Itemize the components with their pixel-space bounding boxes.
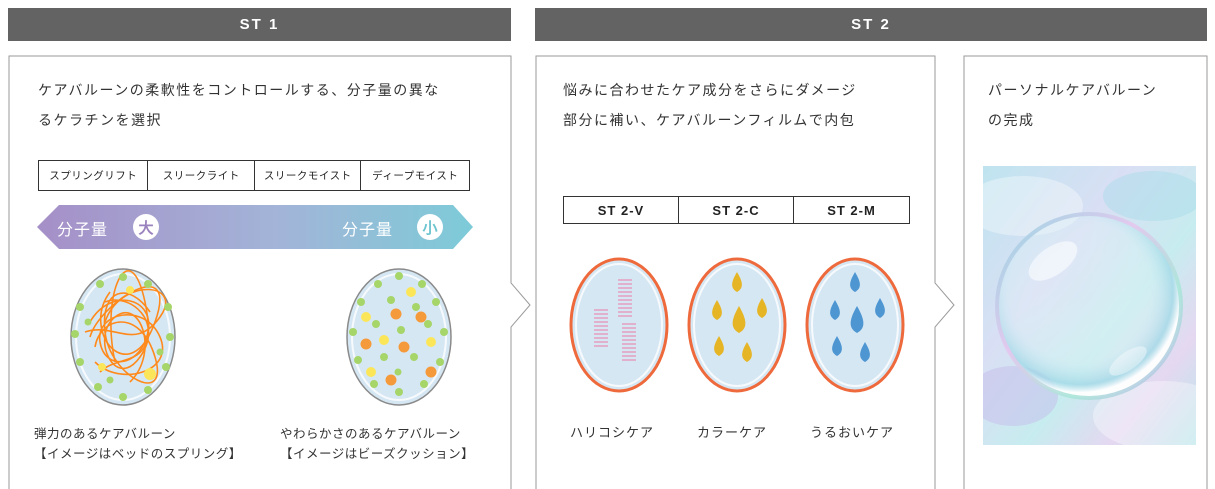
mw-large-label: 分子量 [57, 220, 109, 239]
final-description-line2: の完成 [988, 113, 1035, 129]
keratin-type-cell: スプリングリフト [39, 161, 149, 190]
final-description: パーソナルケアバルーン の完成 [988, 76, 1198, 136]
variant-code-cell: ST 2-M [827, 202, 876, 218]
variant-code-cell: ST 2-C [679, 197, 794, 223]
st1-description-line2: るケラチンを選択 [38, 113, 162, 129]
st1-header: ST 1 [8, 8, 511, 41]
st2-description-line1: 悩みに合わせたケア成分をさらにダメージ [563, 83, 857, 99]
mw-small-badge: 小 [417, 214, 443, 240]
keratin-type-cell: ディープモイスト [372, 170, 459, 182]
beads-balloon-illustration [346, 268, 452, 406]
spring-balloon-illustration [70, 268, 176, 406]
st1-description-line1: ケアバルーンの柔軟性をコントロールする、分子量の異な [38, 83, 440, 99]
volume-balloon-illustration [569, 257, 669, 393]
color-balloon-illustration [687, 257, 787, 393]
st1-description: ケアバルーンの柔軟性をコントロールする、分子量の異な るケラチンを選択 [38, 76, 508, 136]
st2-variant-table: ST 2-V ST 2-C ST 2-M [563, 196, 910, 224]
spring-balloon-caption: 弾力のあるケアバルーン 【イメージはベッドのスプリング】 [34, 424, 242, 464]
st2-header-label: ST 2 [851, 16, 891, 33]
volume-care-label: ハリコシケア [570, 426, 655, 441]
keratin-type-cell: スリークライト [148, 161, 255, 190]
beads-balloon-caption-line1: やわらかさのあるケアバルーン [280, 426, 461, 441]
mw-small-label: 分子量 [342, 220, 394, 239]
st2-header: ST 2 [535, 8, 1207, 41]
mw-large-badge: 大 [133, 214, 159, 240]
keratin-type-cell: スリークモイスト [255, 161, 362, 190]
beads-balloon-caption: やわらかさのあるケアバルーン 【イメージはビーズクッション】 [280, 424, 474, 464]
st2-description: 悩みに合わせたケア成分をさらにダメージ 部分に補い、ケアバルーンフィルムで内包 [563, 76, 928, 136]
moisture-balloon-illustration [805, 257, 905, 393]
color-care-label: カラーケア [697, 426, 768, 441]
personal-care-balloon-image [983, 166, 1196, 445]
st1-header-label: ST 1 [239, 16, 280, 33]
st2-description-line2: 部分に補い、ケアバルーンフィルムで内包 [563, 113, 856, 129]
moisture-care-label: うるおいケア [810, 426, 895, 441]
beads-balloon-caption-line2: 【イメージはビーズクッション】 [280, 446, 475, 461]
spring-balloon-caption-line2: 【イメージはベッドのスプリング】 [34, 446, 242, 461]
spring-balloon-caption-line1: 弾力のあるケアバルーン [34, 426, 176, 441]
variant-code-cell: ST 2-V [564, 197, 679, 223]
final-description-line1: パーソナルケアバルーン [988, 83, 1158, 99]
keratin-type-table: スプリングリフト スリークライト スリークモイスト ディープモイスト [38, 160, 470, 191]
